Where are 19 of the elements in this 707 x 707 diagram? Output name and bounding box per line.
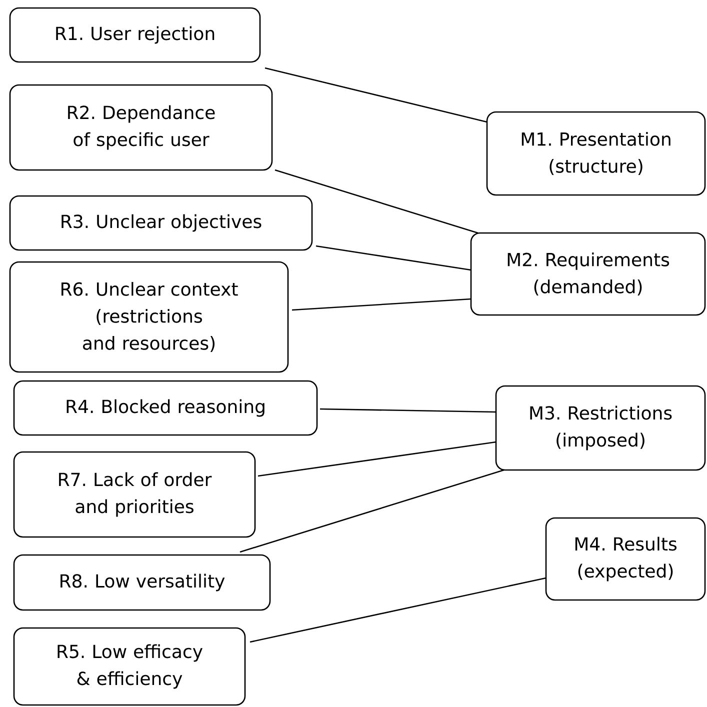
text-box: M4. Results (expected) (545, 517, 706, 601)
connector-line (274, 169, 478, 234)
connector-line (292, 298, 472, 311)
text-box: M2. Requirements (demanded) (470, 232, 706, 316)
text-box: R5. Low efficacy & efficiency (13, 627, 246, 706)
text-box: R2. Dependance of specific user (9, 84, 273, 171)
text-box: R4. Blocked reasoning (13, 380, 318, 436)
text-box: R3. Unclear objectives (9, 195, 313, 251)
text-box: M1. Presentation (structure) (486, 111, 706, 196)
text-box: R6. Unclear context (restrictions and resources) (9, 261, 289, 373)
text-box: R7. Lack of order and priorities (13, 451, 256, 538)
connector-line (264, 67, 488, 123)
connector-line (258, 441, 496, 477)
text-box: R1. User rejection (9, 7, 261, 63)
text-box: R8. Low versatility (13, 554, 271, 611)
connector-line (316, 245, 472, 271)
text-box: M3. Restrictions (imposed) (495, 385, 706, 471)
connector-line (250, 577, 546, 643)
connector-line (320, 408, 496, 413)
